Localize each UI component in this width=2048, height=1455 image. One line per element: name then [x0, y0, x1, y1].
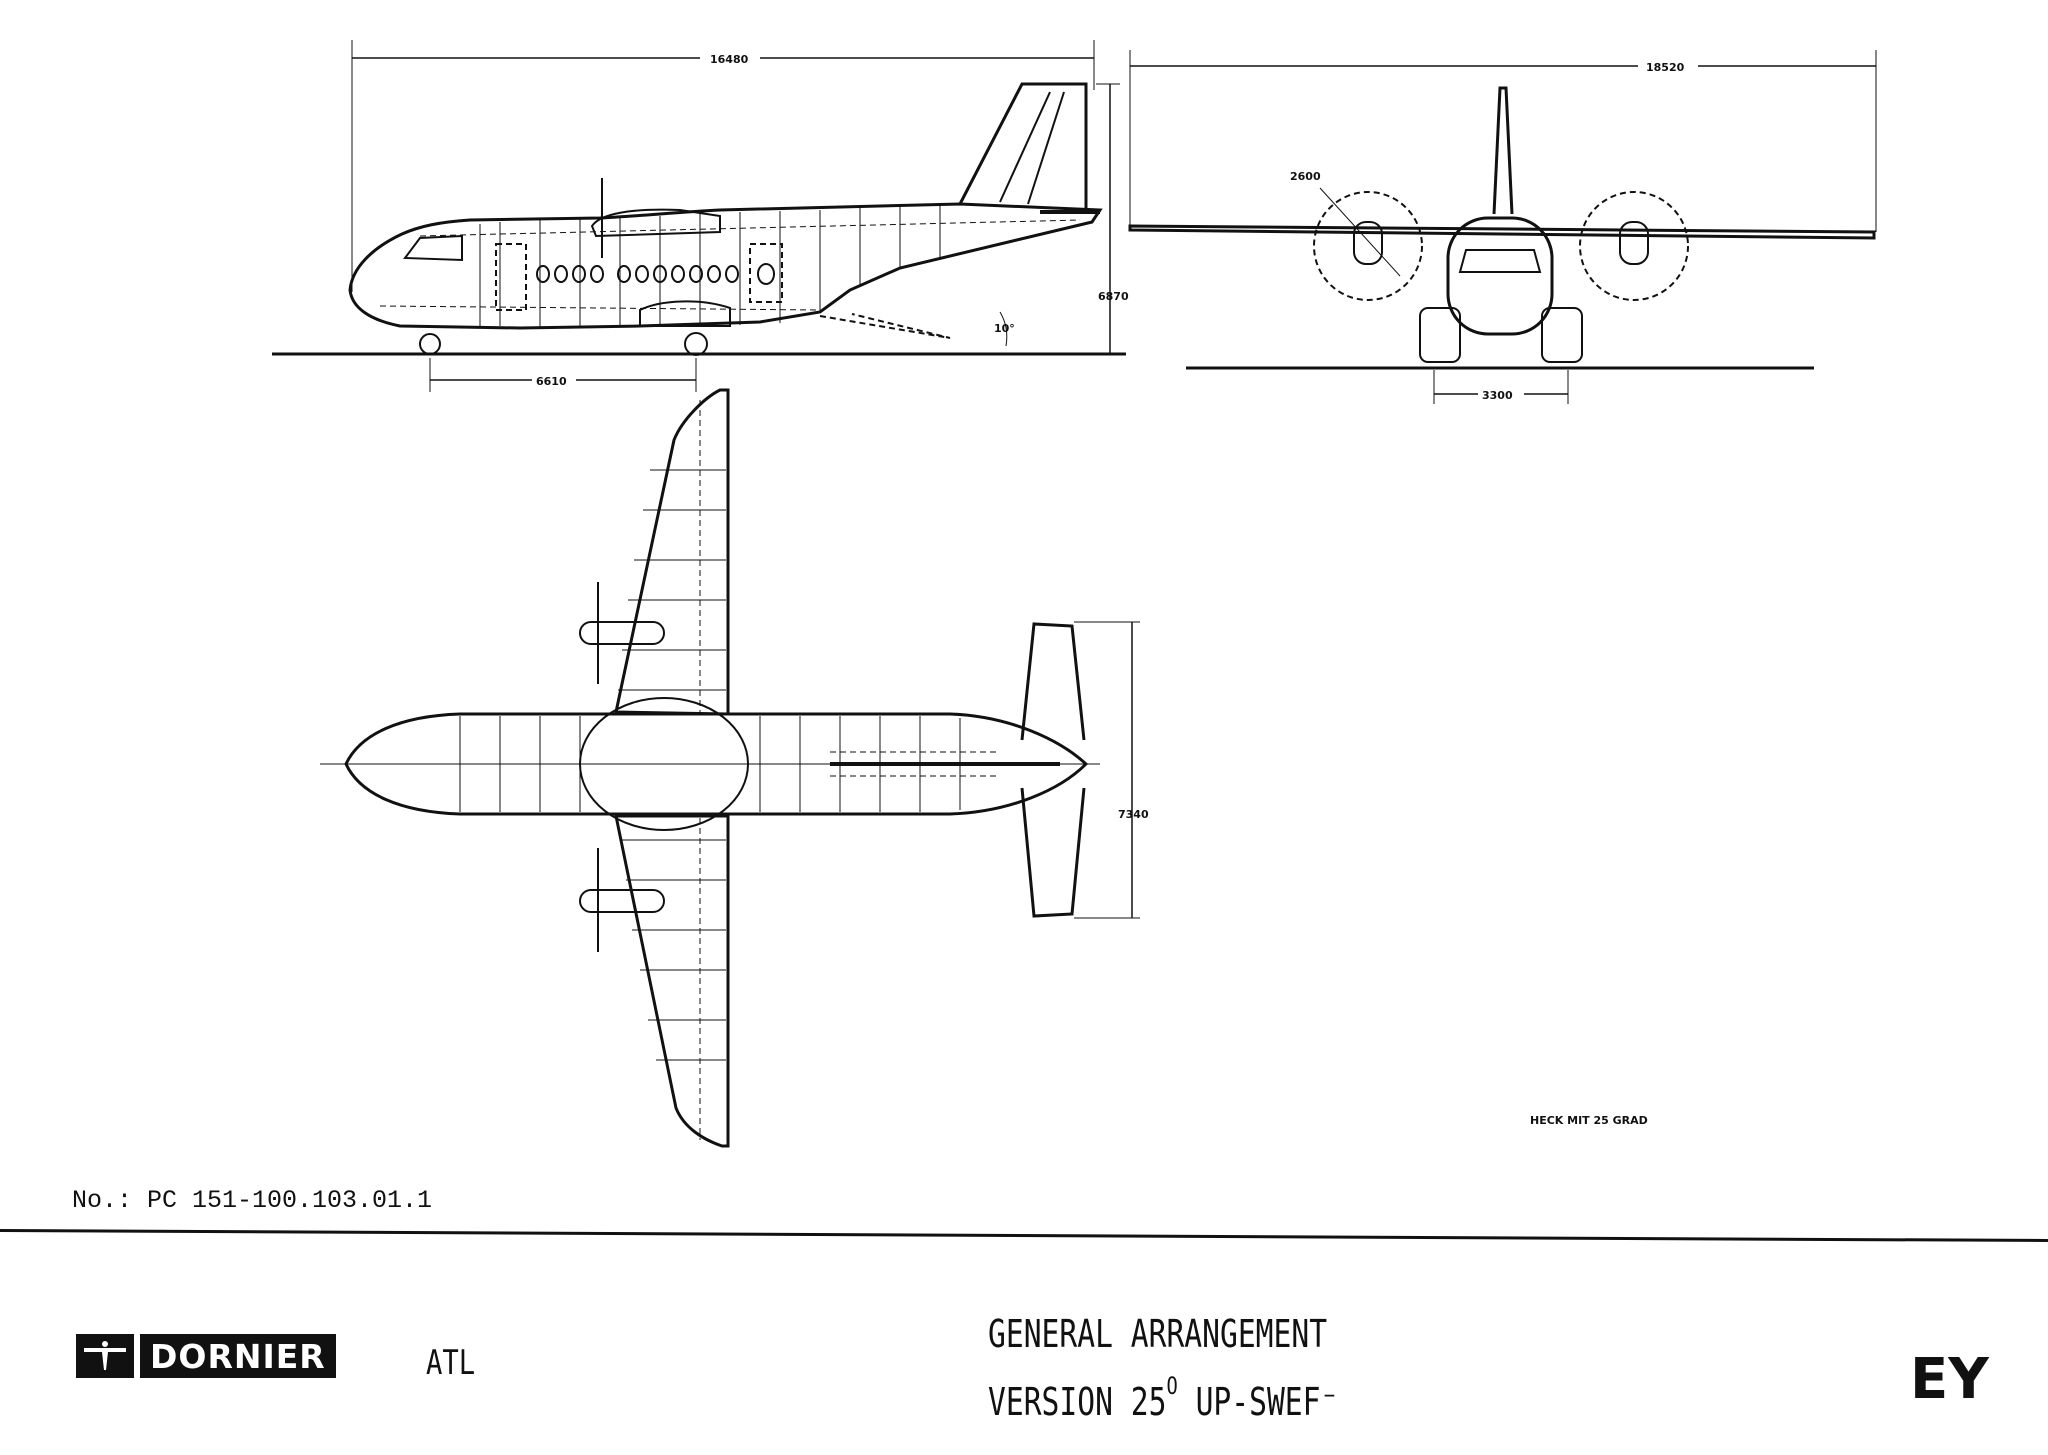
side-nose-wheel [419, 333, 441, 355]
front-prop-dim-line [1319, 187, 1401, 277]
subtitle-degree: O [1166, 1372, 1178, 1400]
drawing-title: GENERAL ARRANGEMENT [988, 1312, 1328, 1356]
tail-angle-label: 10° [994, 322, 1015, 335]
top-wing-ribs [618, 400, 726, 1140]
front-right-propeller-disc [1579, 191, 1689, 301]
dornier-emblem-icon [76, 1334, 134, 1378]
top-tailplane [1020, 622, 1086, 918]
front-fuselage [1446, 216, 1554, 336]
side-fuselage [348, 202, 1103, 330]
top-view [320, 388, 1140, 1148]
front-right-gear [1541, 307, 1583, 363]
subtitle-suffix: UP-SWEF⁻ [1177, 1380, 1339, 1424]
sheet-code: EY [1910, 1347, 1989, 1412]
front-left-gear [1419, 307, 1461, 363]
side-tail-angle-arc [999, 311, 1008, 347]
front-left-propeller-disc [1313, 191, 1423, 301]
document-number: No.: PC 151-100.103.01.1 [72, 1186, 433, 1215]
wheelbase-label: 6610 [536, 375, 567, 388]
span-label: 18520 [1646, 61, 1685, 74]
top-upper-nacelle [579, 621, 665, 645]
side-view [272, 40, 1126, 392]
side-main-wheel [684, 332, 708, 356]
top-lower-nacelle [579, 889, 665, 913]
side-cockpit-window [403, 234, 463, 262]
side-rear-door [749, 243, 783, 303]
subtitle-prefix: VERSION 25 [988, 1380, 1167, 1424]
side-rear-ramp [819, 313, 951, 339]
dornier-logo: DORNIER [76, 1334, 336, 1378]
front-left-nacelle [1353, 221, 1383, 265]
product-name: ATL [426, 1343, 476, 1383]
height-label: 6870 [1098, 290, 1129, 303]
tail-note: HECK MIT 25 GRAD [1530, 1114, 1648, 1127]
prop-diameter-label: 2600 [1290, 170, 1321, 183]
track-label: 3300 [1482, 389, 1513, 402]
side-fuselage-frames [379, 206, 1081, 327]
brand-wordmark: DORNIER [140, 1334, 336, 1378]
front-wing [1128, 224, 1876, 240]
top-upper-wing [614, 388, 730, 716]
tailplane-span-label: 7340 [1118, 808, 1149, 821]
side-tail-fin [958, 82, 1088, 210]
side-tail-fin-line [1027, 91, 1065, 205]
side-length-label: 16480 [710, 53, 749, 66]
side-main-gear-fairing [639, 300, 731, 327]
front-tail-fin [1492, 86, 1514, 215]
side-front-door [495, 243, 527, 311]
side-windows [536, 263, 775, 285]
top-lower-wing [614, 814, 730, 1148]
front-cockpit [1458, 249, 1542, 273]
side-tail-fin-line [999, 91, 1051, 203]
side-engine-nacelle [590, 208, 721, 238]
front-view [1128, 50, 1877, 404]
front-right-nacelle [1619, 221, 1649, 265]
drawing-subtitle: VERSION 25O UP-SWEF⁻ [988, 1372, 1339, 1424]
